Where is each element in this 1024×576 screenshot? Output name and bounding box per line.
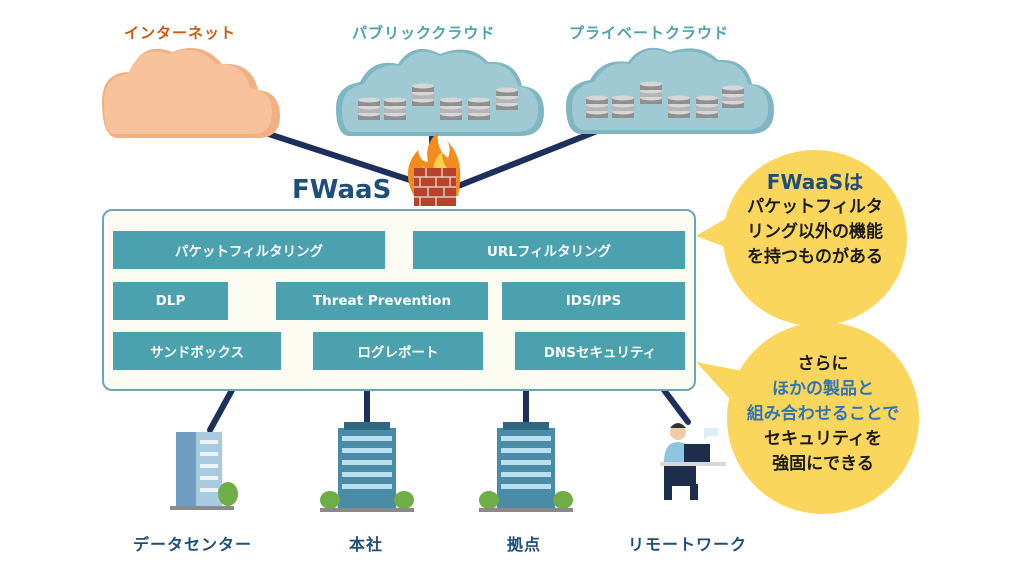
server-disk — [640, 84, 662, 90]
server-disk-top — [384, 97, 406, 103]
server-disk-top — [612, 95, 634, 101]
server-disk — [722, 95, 744, 101]
server-disk — [496, 104, 518, 110]
datacenter-building-icon — [170, 432, 238, 510]
server-disk — [384, 114, 406, 120]
bubble-top-line: を持つものがある — [747, 247, 883, 267]
feature-packet-filtering: パケットフィルタリング — [113, 231, 385, 269]
branch-building-icon — [479, 422, 573, 512]
server-disk — [440, 107, 462, 113]
server-disk-top — [496, 87, 518, 93]
bubble-bottom-shape — [696, 322, 919, 514]
server-disk — [640, 91, 662, 97]
server-disk — [358, 114, 380, 120]
internet-label: インターネット — [124, 24, 237, 42]
bubble-top-line: パケットフィルタ — [747, 197, 883, 217]
headquarters-building-icon — [320, 422, 414, 512]
headquarters-label: 本社 — [349, 535, 384, 554]
feature-dlp: DLP — [113, 282, 228, 320]
server-disk — [468, 114, 490, 120]
server-disk — [412, 86, 434, 92]
bubble-top-shape — [696, 150, 907, 326]
remote-connector — [661, 387, 691, 425]
server-disk — [668, 98, 690, 104]
server-disk — [468, 100, 490, 106]
server-stacks — [358, 81, 744, 120]
server-disk — [358, 107, 380, 113]
server-disk-top — [586, 95, 608, 101]
firewall-icon — [407, 132, 461, 206]
server-disk — [586, 105, 608, 111]
server-disk — [412, 93, 434, 99]
branch-label: 拠点 — [507, 535, 542, 554]
bubble-bottom-line: さらに — [797, 354, 849, 374]
remote-worker-icon — [660, 423, 726, 500]
server-disk — [612, 98, 634, 104]
bubble-bottom-highlight: ほかの製品と — [772, 379, 874, 399]
server-disk-top — [358, 97, 380, 103]
server-disk — [696, 98, 718, 104]
server-disk — [668, 105, 690, 111]
server-disk — [668, 112, 690, 118]
server-disk-top — [696, 95, 718, 101]
feature-dns-security: DNSセキュリティ — [515, 332, 685, 370]
server-disk — [722, 88, 744, 94]
bubble-top-text: FWaaSは パケットフィルタ リング以外の機能 を持つものがある — [727, 170, 903, 270]
server-disk — [612, 112, 634, 118]
bubble-top-title: FWaaSは — [766, 170, 864, 194]
bubble-bottom-highlight: 組み合わせることで — [746, 404, 900, 424]
feature-ids-ips: IDS/IPS — [502, 282, 685, 320]
server-disk — [722, 102, 744, 108]
datacenter-connector — [207, 387, 235, 433]
server-disk — [440, 100, 462, 106]
server-disk — [640, 98, 662, 104]
datacenter-label: データセンター — [133, 535, 253, 554]
server-disk — [384, 100, 406, 106]
private-cloud-label: プライベートクラウド — [569, 24, 730, 42]
fwaas-title: FWaaS — [292, 175, 392, 205]
server-disk-top — [640, 81, 662, 87]
bubble-bottom-text: さらに ほかの製品と 組み合わせることで セキュリティを 強固にできる — [733, 352, 913, 477]
server-disk — [496, 90, 518, 96]
server-disk — [696, 112, 718, 118]
public-cloud-label: パブリッククラウド — [352, 24, 496, 42]
server-disk-top — [468, 97, 490, 103]
internet-cloud — [102, 48, 280, 138]
server-disk-top — [668, 95, 690, 101]
server-disk — [612, 105, 634, 111]
server-disk — [358, 100, 380, 106]
feature-sandbox: サンドボックス — [113, 332, 281, 370]
remote-work-label: リモートワーク — [628, 535, 748, 554]
feature-log-report: ログレポート — [313, 332, 483, 370]
server-disk — [468, 107, 490, 113]
feature-url-filtering: URLフィルタリング — [413, 231, 685, 269]
bubble-top-line: リング以外の機能 — [747, 222, 883, 242]
server-disk — [440, 114, 462, 120]
server-disk-top — [412, 83, 434, 89]
server-disk-top — [722, 85, 744, 91]
server-disk — [696, 105, 718, 111]
server-disk — [412, 100, 434, 106]
server-disk — [586, 112, 608, 118]
server-disk — [384, 107, 406, 113]
bubble-bottom-line: セキュリティを — [764, 429, 882, 449]
feature-threat-prevention: Threat Prevention — [276, 282, 488, 320]
server-disk — [586, 98, 608, 104]
bubble-bottom-line: 強固にできる — [772, 454, 874, 474]
server-disk — [496, 97, 518, 103]
server-disk-top — [440, 97, 462, 103]
